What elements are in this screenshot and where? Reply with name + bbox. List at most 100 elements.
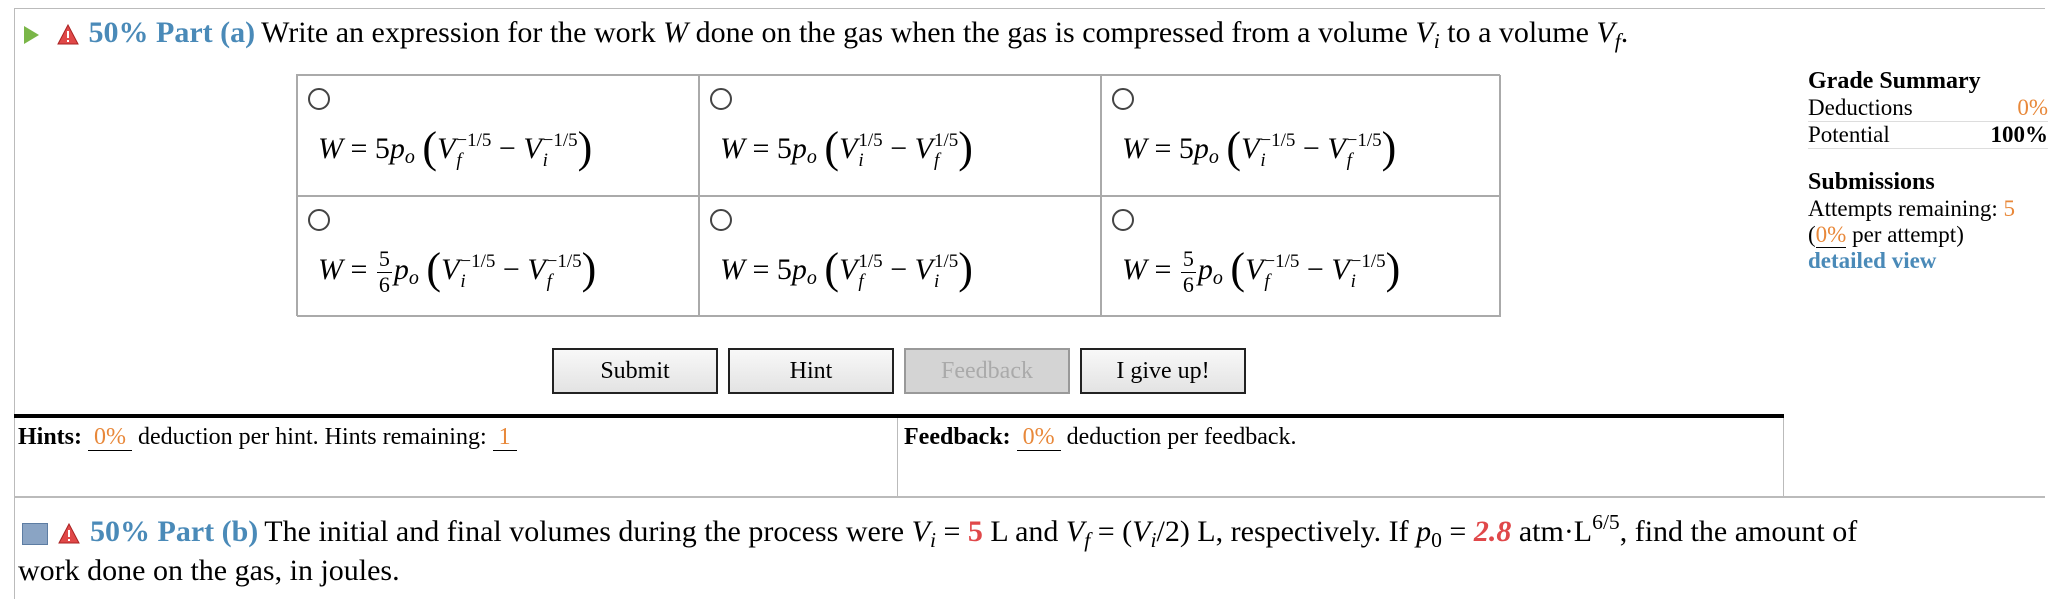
detailed-view-link[interactable]: detailed view [1808, 248, 1937, 273]
minus: − [882, 132, 915, 165]
exponent: 1/5 [858, 251, 883, 273]
open-paren: ( [426, 244, 442, 293]
warning-icon [56, 24, 79, 45]
close-paren: ) [958, 244, 973, 293]
hints-text: deduction per hint. Hints remaining: [138, 424, 487, 450]
collapse-doc-icon[interactable] [22, 522, 48, 545]
grade-summary-title: Grade Summary [1808, 68, 1981, 94]
part-b-panel [14, 496, 2045, 599]
feedback-button: Feedback [904, 348, 1070, 394]
option-6-radio[interactable] [1112, 209, 1134, 231]
subscript: i [858, 150, 864, 172]
option-4-radio[interactable] [308, 209, 330, 231]
option-3-radio[interactable] [1112, 88, 1134, 110]
equals: = [1154, 132, 1179, 165]
exponent: −1/5 [456, 130, 492, 152]
numerator: 5 [376, 246, 392, 273]
subscript: f [546, 271, 552, 293]
option-1-radio[interactable] [308, 88, 330, 110]
give-up-button[interactable]: I give up! [1080, 348, 1246, 394]
open-paren: ( [1230, 244, 1246, 293]
expand-play-icon[interactable] [24, 26, 39, 45]
equals: = [752, 253, 777, 286]
hint-button[interactable]: Hint [728, 348, 894, 394]
feedback-label: Feedback: [904, 424, 1011, 450]
numerator: 5 [1180, 246, 1196, 273]
exponent: 1/5 [933, 130, 959, 152]
submit-button[interactable]: Submit [552, 348, 718, 394]
minus: − [1299, 253, 1332, 286]
part-a-question: Write an expression for the work W done … [261, 16, 1629, 54]
pressure-sub: o [1208, 146, 1219, 168]
equals: = [350, 253, 375, 286]
hints-section: Hints: 0% deduction per hint. Hints rema… [14, 418, 898, 496]
part-a-panel [14, 8, 2045, 498]
subscript: i [460, 271, 466, 293]
equals: = [350, 132, 375, 165]
open-paren: ( [824, 244, 840, 293]
exponent: 1/5 [933, 251, 959, 273]
exponent: −1/5 [1264, 251, 1300, 273]
minus: − [495, 253, 528, 286]
close-paren: ) [577, 123, 593, 172]
pressure-sub: o [806, 267, 817, 289]
coefficient: 5 [776, 132, 792, 165]
attempts-remaining: Attempts remaining: 5 [1808, 196, 2015, 221]
submissions-title: Submissions [1808, 169, 1935, 195]
part-b-question: The initial and final volumes during the… [264, 510, 1858, 552]
exponent: 1/5 [858, 130, 883, 152]
option-5-radio[interactable] [710, 209, 732, 231]
part-a-label: 50% Part (a) [88, 16, 256, 49]
exponent: −1/5 [1260, 130, 1296, 152]
open-paren: ( [422, 123, 438, 172]
coefficient: 5 [776, 253, 792, 286]
denominator: 6 [1182, 271, 1194, 297]
open-paren: ( [824, 123, 840, 172]
subscript: f [1346, 150, 1352, 172]
subscript: f [1264, 271, 1270, 293]
subscript: i [1260, 150, 1266, 172]
minus: − [882, 253, 915, 286]
subscript: i [1350, 271, 1356, 293]
open-paren: ( [1226, 123, 1242, 172]
pressure-sub: o [806, 146, 817, 168]
close-paren: ) [958, 123, 973, 172]
coefficient: 5 [374, 132, 390, 165]
subscript: f [456, 150, 462, 172]
subscript: i [542, 150, 548, 172]
subscript: i [933, 271, 940, 293]
part-a-header: 50% Part (a)Write an expression for the … [24, 18, 1628, 53]
coefficient: 5 [1178, 132, 1194, 165]
minus: − [1295, 132, 1328, 165]
option-2-radio[interactable] [710, 88, 732, 110]
hints-label: Hints: [18, 424, 83, 450]
part-b-header: 50% Part (b)The initial and final volume… [22, 510, 1858, 552]
denominator: 6 [378, 271, 390, 297]
part-b-question-line2: work done on the gas, in joules. [18, 554, 400, 587]
per-attempt: (0% per attempt) [1808, 222, 1964, 248]
